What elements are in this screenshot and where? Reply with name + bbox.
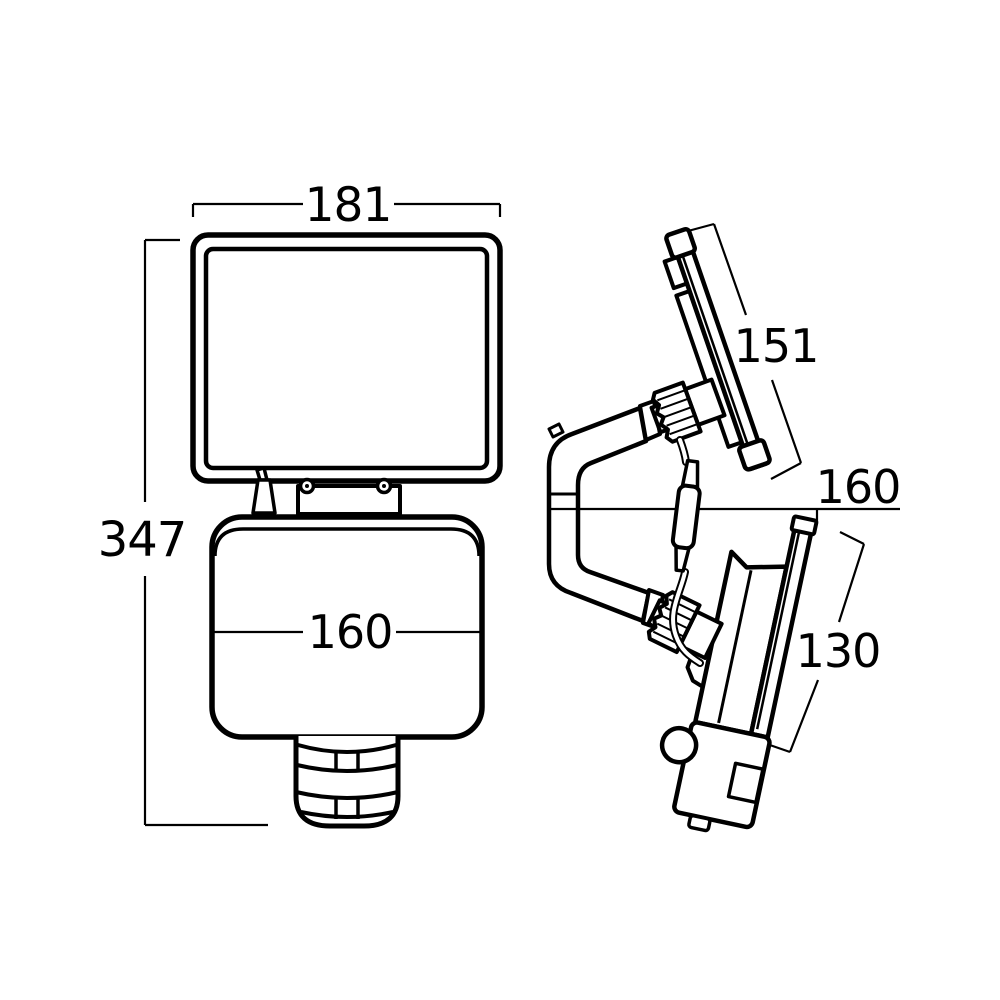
cable-gland	[251, 466, 277, 515]
dim-label-front-height: 347	[98, 512, 187, 568]
cable-connector-tip-bottom	[674, 545, 691, 573]
front-sensor-bands	[295, 743, 399, 819]
side-panel-bottom-cap	[737, 438, 772, 472]
cable	[669, 436, 704, 667]
front-sensor	[293, 736, 401, 829]
front-body-accent-line	[213, 527, 481, 557]
cable-connector-tip-top	[680, 458, 700, 489]
junction-box-nub	[687, 813, 712, 833]
side-body-top-cap	[789, 514, 819, 537]
front-sensor-tabs	[334, 750, 360, 819]
mount-arm-body	[546, 405, 652, 624]
dim-label-side-head-length: 151	[734, 319, 819, 373]
mount-arm-nub	[547, 422, 565, 439]
front-view	[143, 202, 503, 829]
side-panel-glass-line	[680, 253, 753, 457]
dim-side-head-lines	[687, 222, 803, 480]
upper-knob	[649, 377, 727, 444]
cable-lower-core	[671, 570, 702, 665]
dim-label-side-depth: 160	[816, 460, 901, 514]
side-panel-top-cap	[664, 226, 697, 260]
dim-front-height-lines	[143, 238, 268, 827]
dim-side-body-lines	[763, 531, 866, 754]
cable-connector-body	[670, 483, 702, 551]
front-panel-lens	[203, 246, 490, 471]
dim-label-side-body-length: 130	[796, 624, 881, 678]
side-body-glass-line	[755, 529, 801, 730]
upper-knob-ribs	[657, 389, 699, 436]
side-view	[546, 222, 900, 833]
dim-side-depth-lines	[549, 507, 900, 523]
dimension-labels: 181 347 160 151 160 130	[98, 178, 902, 678]
dim-front-height	[143, 238, 268, 827]
cable-connector	[670, 458, 702, 573]
cable-upper-core	[678, 438, 688, 464]
sensor-lens-circle	[659, 725, 699, 765]
dim-front-width-lines	[191, 202, 502, 217]
side-panel	[662, 226, 772, 472]
side-body-block-line	[717, 570, 753, 724]
dim-label-front-body-width: 160	[308, 605, 393, 659]
side-body	[659, 514, 819, 833]
front-sensor-outline	[293, 736, 401, 829]
dim-label-front-width: 181	[305, 178, 392, 233]
mount-arm	[546, 399, 665, 630]
screw-right	[375, 477, 393, 495]
junction-box-inner	[726, 761, 765, 805]
dim-front-width	[191, 202, 502, 217]
screw-left	[298, 477, 316, 495]
